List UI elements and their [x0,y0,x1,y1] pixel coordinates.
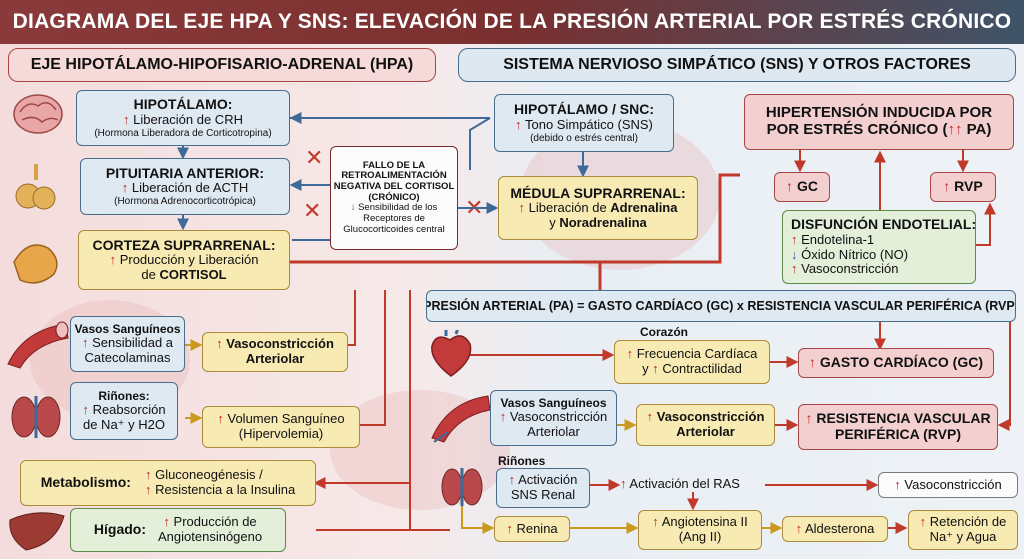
sns-header: SISTEMA NERVIOSO SIMPÁTICO (SNS) Y OTROS… [458,48,1016,82]
fallo-box: FALLO DE LA RETROALIMENTACIÓN NEGATIVA D… [330,146,458,250]
rinones-label: Riñones [498,454,546,468]
page-title: DIAGRAMA DEL EJE HPA Y SNS: ELEVACIÓN DE… [12,10,1012,33]
vasos-box: Vasos Sanguíneos ↑ Sensibilidad a Cateco… [70,316,185,372]
rinones-box: Riñones: ↑ Reabsorción de Na⁺ y H2O [70,382,178,440]
aldesterona-box: ↑ Aldesterona [782,516,888,542]
resistencia-box: ↑ RESISTENCIA VASCULAR PERIFÉRICA (RVP) [798,404,998,450]
activacion-ras-label: ↑ Activación del RAS [620,476,740,491]
medula-box: MÉDULA SUPRARRENAL: ↑ Liberación de Adre… [498,176,698,240]
renina-box: ↑ Renina [494,516,570,542]
vasoconstriccion-box-3: ↑ Vasoconstricción [878,472,1018,498]
metabolismo-box: Metabolismo: ↑ Gluconeogénesis / ↑ Resis… [20,460,316,506]
kidney-icon [11,396,61,438]
frecuencia-box: ↑ Frecuencia Cardíaca y ↑ Contractilidad [614,340,770,384]
corteza-box: CORTEZA SUPRARRENAL: ↑ Producción y Libe… [78,230,290,290]
svg-text:✕: ✕ [305,146,323,171]
blood-vessel-icon [7,321,69,369]
brain-icon [13,94,63,134]
volumen-box: ↑ Volumen Sanguíneo (Hipervolemia) [202,406,360,448]
blood-vessel-icon [431,395,491,443]
retencion-box: ↑ Retención de Na⁺ y Agua [908,510,1018,550]
title-bar: DIAGRAMA DEL EJE HPA Y SNS: ELEVACIÓN DE… [0,0,1024,44]
formula-box: PRESIÓN ARTERIAL (PA) = GASTO CARDÍACO (… [426,290,1016,322]
rvp-small-box: ↑ RVP [930,172,996,202]
pituitaria-box: PITUITARIA ANTERIOR: ↑ Liberación de ACT… [80,158,290,215]
svg-text:✕: ✕ [303,199,321,224]
angiotensina-box: ↑ Angiotensina II (Ang II) [638,510,762,550]
vasoconstriccion-box: ↑ Vasoconstricción Arteriolar [202,332,348,372]
gasto-box: ↑ GASTO CARDÍACO (GC) [798,348,994,378]
hipertension-box: HIPERTENSIÓN INDUCIDA POR POR ESTRÉS CRÓ… [744,94,1014,150]
pituitary-icon [15,164,56,210]
higado-box: Hígado: ↑ Producción de Angiotensinógeno [70,508,286,552]
gc-small-box: ↑ GC [774,172,830,202]
disfuncion-box: DISFUNCIÓN ENDOTELIAL: ↑ Endotelina-1 ↓ … [782,210,976,284]
kidney-icon [441,468,483,506]
corazon-label: Corazón [640,325,688,339]
vasos2-box: Vasos Sanguíneos ↑ Vasoconstricción Arte… [490,390,617,446]
hipotalamo-box: HIPOTÁLAMO: ↑ Liberación de CRH (Hormona… [76,90,290,146]
hpa-header: EJE HIPOTÁLAMO-HIPOFISARIO-ADRENAL (HPA) [8,48,436,82]
hipotalamo-snc-box: HIPOTÁLAMO / SNC: ↑ Tono Simpático (SNS)… [494,94,674,152]
heart-icon [431,330,472,377]
activacion-sns-box: ↑ Activación SNS Renal [496,468,590,508]
adrenal-gland-icon [13,244,58,284]
vasoconstriccion2-box: ↑ Vasoconstricción Arteriolar [636,404,775,446]
liver-icon [9,512,65,551]
